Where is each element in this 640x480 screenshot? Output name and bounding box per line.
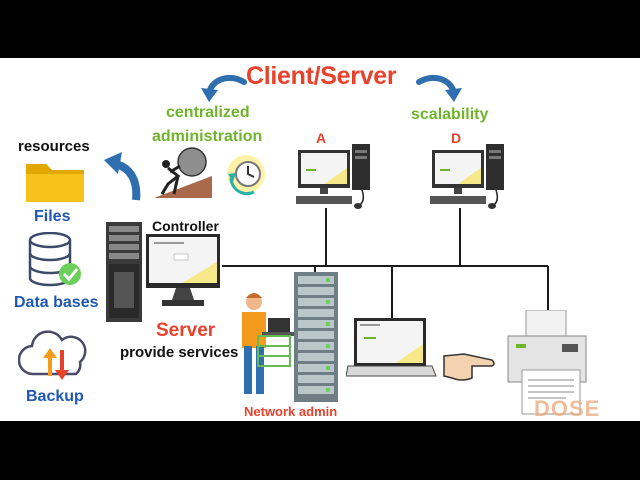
diagram-title: Client/Server [246,62,397,90]
resources-label: resources [18,138,90,155]
person-pushing-boulder-icon [154,147,212,198]
server-label: Server [156,320,216,341]
server-tower-icon [106,222,142,322]
laptop-icon [346,318,437,377]
backup-label: Backup [26,388,84,405]
desktop-computer-icon [146,234,220,306]
clock-refresh-icon [227,155,265,196]
cloud-backup-icon [18,330,87,380]
client-d-label: D [451,130,462,146]
client-a-label: A [316,130,327,146]
desktop-computer-icon [296,144,370,209]
scalability-caption: scalability [411,106,489,123]
diagram-canvas: Client/Server centralized administration… [0,58,640,421]
curved-arrow-icon [104,152,141,201]
databases-label: Data bases [14,294,99,311]
network-admin-person-icon [242,293,296,394]
centralized-caption-line2: administration [152,128,263,145]
printer-icon [507,310,587,415]
network-admin-label: Network admin [244,404,338,419]
folder-icon [26,164,84,202]
files-label: Files [34,208,71,225]
controller-label: Controller [152,218,219,234]
centralized-caption-line1: centralized [166,104,250,121]
desktop-computer-icon [430,144,504,209]
curved-arrow-icon [416,74,462,102]
curved-arrow-icon [201,74,247,102]
database-icon [28,232,81,287]
watermark: DOSE [534,396,601,421]
pointing-hand-icon [443,353,495,381]
server-description: provide services [120,344,239,361]
server-rack-icon [294,272,338,402]
